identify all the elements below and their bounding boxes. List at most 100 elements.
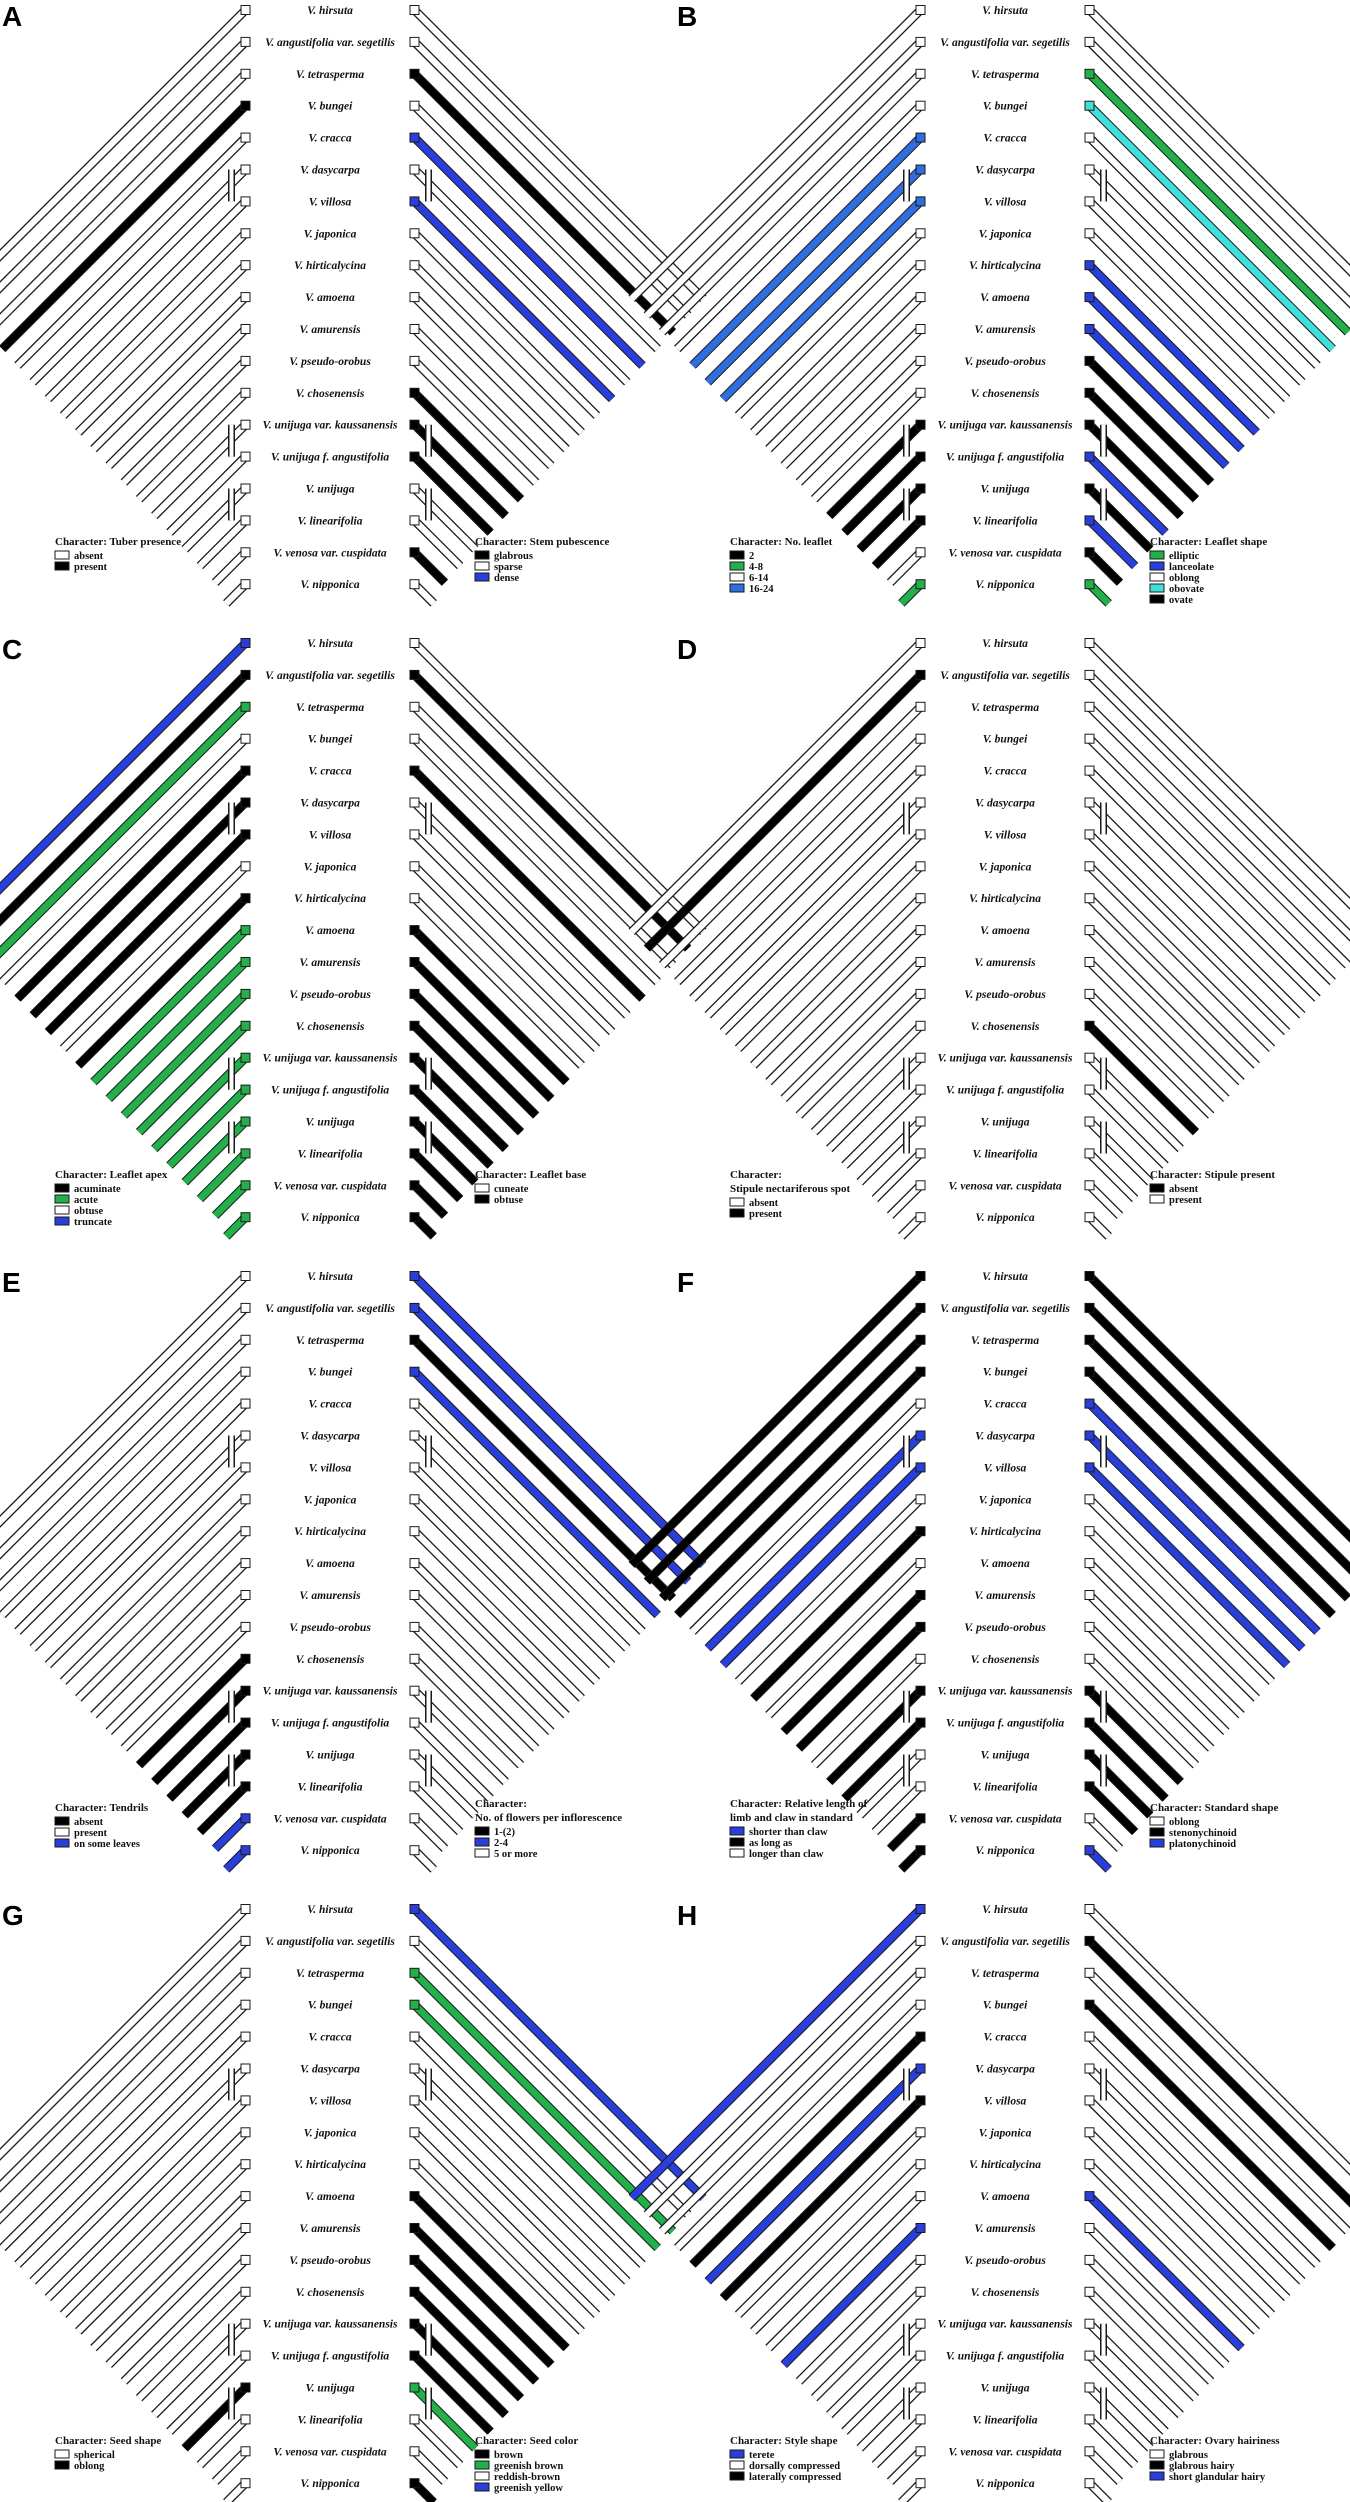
taxon-label: V. amoena [980, 2191, 1030, 2203]
panel-g-left-legend-swatch [54, 2449, 70, 2459]
panel-f-left-tree-tip-box-16 [915, 1781, 926, 1792]
panel-h-right-tree-tip-box-13 [1084, 2318, 1095, 2329]
panel-a-right-tree-tip-box-14 [409, 451, 420, 462]
panel-e-left-tree-tip-box-7 [240, 1494, 251, 1505]
panel-e-left-tree-branch-16 [197, 1783, 248, 1835]
panel-c-right-tree-tip-box-7 [409, 861, 420, 872]
panel-e-left-tree-branch-7 [60, 1497, 248, 1684]
panel-b-left-tree-branch-7 [735, 231, 923, 418]
panel-b-right-tree-tip-box-3 [1084, 100, 1095, 111]
panel-d-right-tree-branch-15 [1087, 1119, 1153, 1185]
panel-g-right-tree-tip-box-5 [409, 2063, 420, 2074]
panel-h-left-tree-branch-10 [781, 2225, 923, 2368]
panel-f-right-tree-tip-box-10 [1084, 1590, 1095, 1600]
panel-h-left-tree-tip-box-17 [915, 2446, 926, 2457]
panel-c-right-tree-tip-box-3 [409, 733, 420, 744]
panel-h-left-tree-branch-0 [629, 1906, 923, 2201]
panel-g-right-legend-label: greenish yellow [494, 2483, 563, 2494]
panel-f-right-tree-branch-15 [1087, 1752, 1153, 1818]
panel-h-left-legend-swatch [729, 2460, 745, 2470]
panel-c-right-tree-tip-box-13 [409, 1052, 420, 1063]
panel-d-right-legend-title: Character: Stipule present [1150, 1169, 1275, 1181]
panel-c-left-tree-branch-6 [45, 831, 248, 1035]
panel-b-left-tree-tip-box-9 [915, 292, 926, 303]
panel-h-right-tree-branch-6 [1087, 2098, 1290, 2301]
panel-d-left-tree-tip-box-6 [915, 829, 926, 840]
taxon-label: V. linearifolia [298, 515, 363, 527]
panel-c-left-tree-tip-box-5 [240, 797, 251, 808]
taxon-label: V. dasycarpa [300, 1431, 360, 1443]
panel-b-right-tree-branch-16 [1087, 517, 1138, 569]
panel-c-left-legend-swatch [54, 1205, 70, 1215]
panel-a-left-tree-branch-1 [0, 39, 248, 292]
taxon-label: V. unijuga var. kaussanensis [263, 2319, 398, 2331]
panel-f-left-tree-branch-6 [720, 1464, 923, 1668]
panel-f-right-legend-title: Character: Standard shape [1150, 1802, 1278, 1814]
taxon-label: V. tetrasperma [296, 1335, 364, 1347]
panel-letter: C [2, 634, 22, 665]
panel-e-left-tree-branch-4 [15, 1401, 248, 1634]
panel-h-left-tree-branch-15 [857, 2385, 923, 2451]
panel-g-left-tree-branch-4 [15, 2034, 248, 2267]
taxon-label: V. cracca [308, 2032, 351, 2044]
panel-b-left-tree-tip-box-5 [915, 164, 926, 175]
panel-e-right-tree-branch-17 [412, 1816, 448, 1851]
panel-letter: A [2, 1, 22, 32]
taxon-label: V. dasycarpa [300, 165, 360, 177]
panel-f-right-tree-tip-box-2 [1084, 1334, 1095, 1345]
taxon-label: V. hirsuta [307, 1904, 353, 1916]
panel-b-left-tree-branch-2 [659, 71, 923, 335]
panel-f-right-legend-label: oblong [1169, 1817, 1200, 1828]
panel-a-right-tree-branch-1 [412, 39, 691, 318]
taxon-label: V. chosenensis [971, 1021, 1040, 1033]
panel-c-right-tree-branch-15 [412, 1119, 478, 1185]
panel-b-left-tree-branch-14 [842, 454, 923, 536]
panel-b-left-tree-tip-box-1 [915, 36, 926, 47]
panel-c-left-tree-tip-box-7 [240, 861, 251, 872]
panel-c-right-legend-label: cuneate [494, 1184, 529, 1195]
panel-g-left-tree-branch-17 [212, 2449, 248, 2484]
panel-e-left-tree-tip-box-10 [240, 1590, 251, 1600]
panel-f-right-tree-tip-box-15 [1084, 1749, 1095, 1760]
panel-g-right-tree-branch-7 [412, 2130, 600, 2317]
panel-e-right-tree-tip-box-0 [409, 1271, 420, 1281]
panel-c-left-tree-branch-12 [136, 1023, 248, 1135]
panel-c-right-tree-branch-4 [412, 768, 645, 1002]
panel-b-left-legend-label: 6-14 [749, 573, 769, 584]
panel-d-right-tree-tip-box-0 [1084, 638, 1095, 648]
taxon-label: V. hirticalycina [294, 893, 366, 905]
panel-d-right-tree-tip-box-6 [1084, 829, 1095, 840]
panel-c-left-legend-swatch [54, 1216, 70, 1226]
panel-h-right-tree-tip-box-5 [1084, 2063, 1095, 2074]
panel-b-right-tree-branch-10 [1087, 326, 1229, 469]
panel-c-right-tree-branch-12 [412, 1023, 524, 1135]
taxon-label: V. unijuga var. kaussanensis [263, 420, 398, 432]
panel-b-right-tree-tip-box-5 [1084, 164, 1095, 175]
panel-g-right-tree-branch-1 [412, 1938, 691, 2217]
panel-d-right-legend-label: present [1169, 1195, 1203, 1206]
panel-f-left-tree-tip-box-9 [915, 1558, 926, 1569]
taxon-label: V. cracca [983, 2032, 1026, 2044]
panel-letter: F [677, 1267, 694, 1298]
panel-d-left-tree-tip-box-1 [915, 669, 926, 680]
panel-g-left-tree-branch-0 [0, 1906, 248, 2160]
panel-g-left-tree-branch-1 [0, 1938, 248, 2191]
panel-e-right-tree-branch-15 [412, 1752, 478, 1818]
panel-d-left-tree-branch-3 [675, 736, 923, 985]
panel-f-left-tree-tip-box-12 [915, 1653, 926, 1664]
panel-d-right-tree-branch-1 [1087, 672, 1350, 940]
taxon-label: V. angustifolia var. segetilis [265, 37, 395, 49]
panel-a-right-tree-tip-box-18 [409, 579, 420, 590]
panel-b-left-tree-tip-box-16 [915, 515, 926, 526]
panel-d-left-tree-tip-box-5 [915, 797, 926, 808]
panel-h-left-legend-label: dorsally compressed [749, 2461, 840, 2472]
panel-f-right-tree-branch-10 [1087, 1592, 1229, 1735]
taxon-label: V. villosa [309, 2095, 352, 2107]
panel-g-right-tree-branch-5 [412, 2066, 630, 2284]
panel-a-right-tree-tip-box-11 [409, 355, 420, 366]
panel-a-left-tree-branch-0 [0, 7, 248, 261]
panel-f-left-tree-branch-0 [629, 1273, 923, 1568]
panel-d-left-tree-branch-1 [644, 672, 923, 951]
panel-d-left-legend-title: Character: [730, 1169, 782, 1181]
panel-e-left-tree-tip-box-11 [240, 1621, 251, 1632]
